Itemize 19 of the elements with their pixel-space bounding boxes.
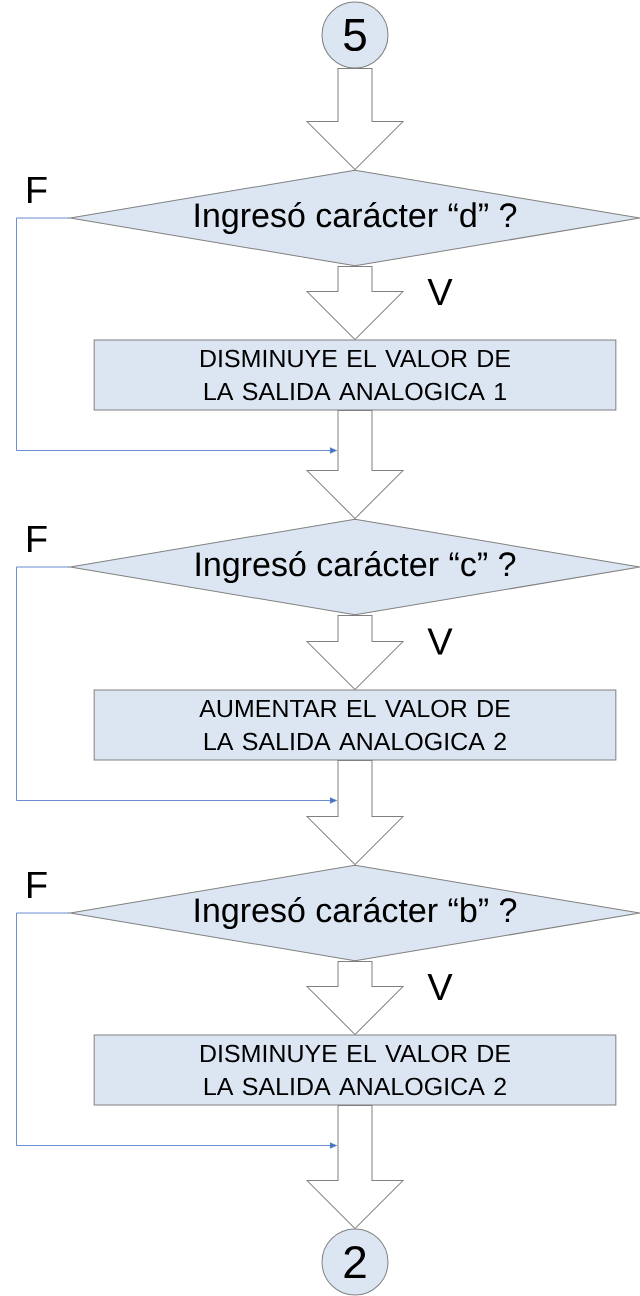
block-arrow	[306, 266, 404, 340]
block-arrow	[306, 410, 404, 519]
process-box: DISMINUYE EL VALOR DE LA SALIDA ANALOGICA 2	[93, 1034, 617, 1106]
branch-line	[16, 912, 337, 1149]
block-arrow	[306, 760, 404, 865]
block-arrow	[306, 961, 404, 1035]
edge-label: V	[427, 278, 453, 306]
branch-line	[16, 217, 337, 454]
process-box: DISMINUYE EL VALOR DE LA SALIDA ANALOGICA 1	[93, 339, 617, 411]
process-box: AUMENTAR EL VALOR DE LA SALIDA ANALOGICA 2	[93, 689, 617, 761]
branch-line	[16, 566, 337, 804]
block-arrow	[306, 68, 404, 170]
edge-label: V	[427, 973, 453, 1001]
edge-label: F	[28, 871, 47, 899]
block-arrow	[306, 615, 404, 690]
block-arrow	[306, 1105, 404, 1229]
edge-label: F	[28, 176, 47, 204]
edge-label: V	[427, 628, 453, 655]
edge-label: F	[28, 525, 47, 553]
